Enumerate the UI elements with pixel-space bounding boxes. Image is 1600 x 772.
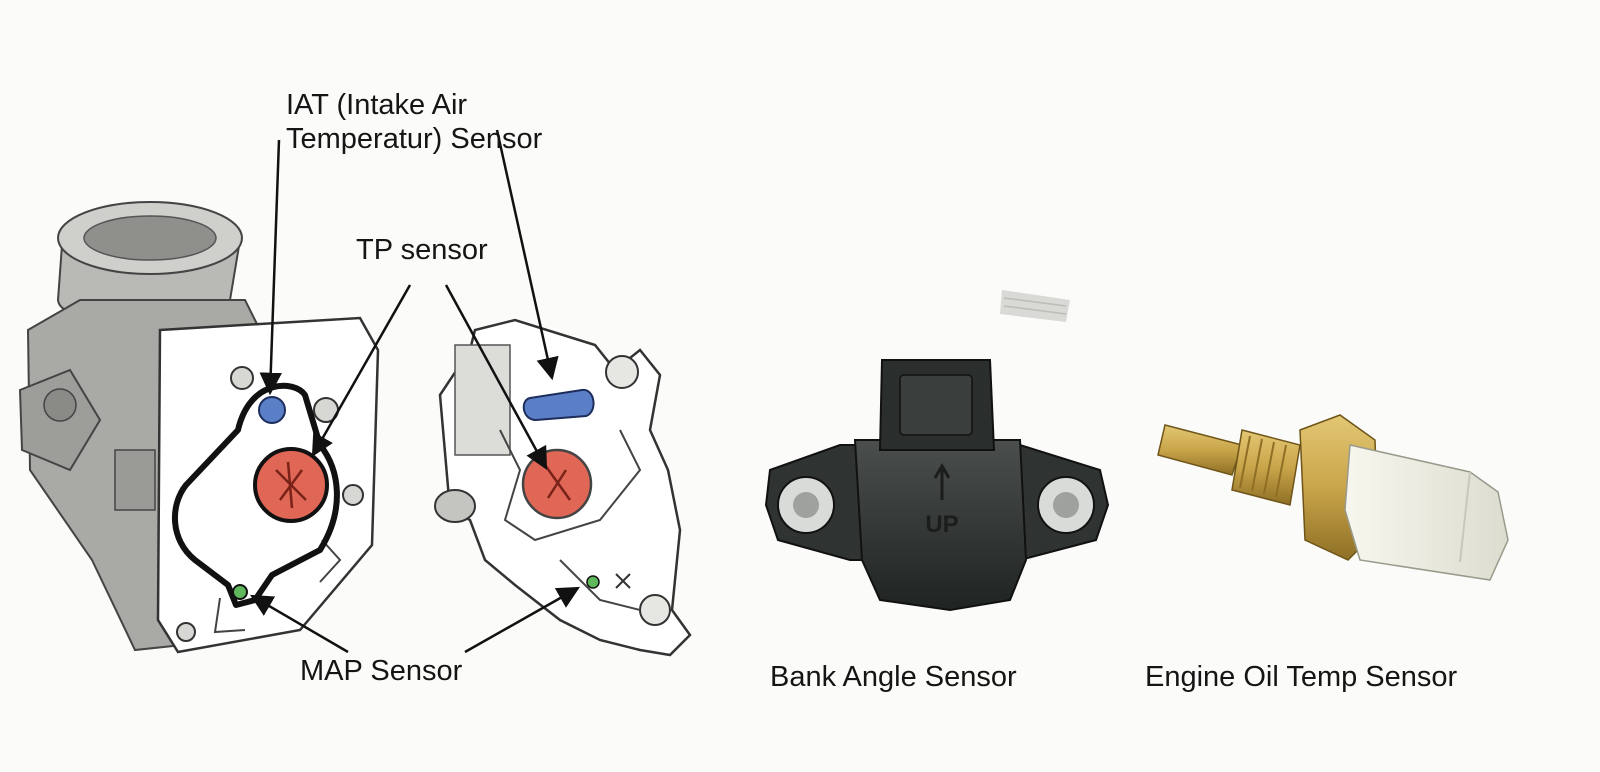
map-sensor-label: MAP Sensor	[300, 655, 463, 687]
throttle-body-illustration	[18, 201, 380, 654]
bank-angle-sensor-label: Bank Angle Sensor	[770, 661, 1017, 693]
leader-arrows	[250, 129, 580, 654]
engine-oil-temp-sensor-label: Engine Oil Temp Sensor	[1145, 661, 1458, 693]
iat-arrow-right	[495, 129, 559, 381]
tp-arrow-right	[444, 284, 548, 470]
sensor-unit-illustration	[434, 318, 692, 657]
engine-oil-temp-sensor-illustration	[1157, 414, 1509, 581]
up-stamp: UP	[925, 511, 958, 538]
iat-arrow-left	[259, 139, 282, 396]
map-arrow-left	[250, 594, 349, 654]
map-arrow-right	[464, 586, 580, 654]
tp-sensor-label: TP sensor	[356, 234, 488, 266]
iat-sensor-label: IAT (Intake Air Temperatur) Sensor	[286, 89, 543, 155]
bank-angle-sensor-illustration: UP	[764, 359, 1110, 612]
tp-arrow-left	[311, 284, 412, 457]
scan-artifact	[1000, 290, 1070, 322]
